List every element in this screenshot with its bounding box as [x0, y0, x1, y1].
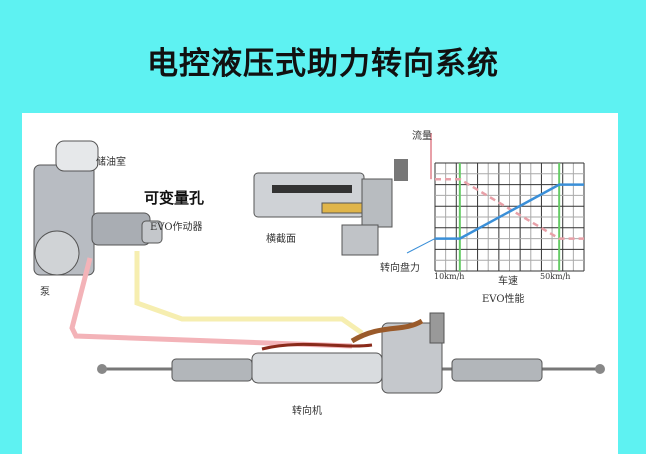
- slide-title: 电控液压式助力转向系统: [147, 46, 499, 82]
- chart-xtick-50: 50km/h: [540, 272, 571, 281]
- variable-orifice-label: 可变量孔: [144, 189, 205, 207]
- series-line-1: [435, 183, 584, 240]
- chart-ylabel: 流量: [412, 131, 432, 142]
- reservoir-label: 储油室: [96, 157, 126, 168]
- evo-actuator-label: EVO作动器: [150, 222, 203, 233]
- pressure-hose: [134, 251, 364, 336]
- chart-title: EVO性能: [482, 294, 525, 305]
- diagram-panel: 储油室 泵 可变量孔 EVO作动器 横截面 转向机 流量 转向盘力 10km/h…: [22, 113, 618, 454]
- chart-xtick-10: 10km/h: [434, 272, 465, 281]
- chart-xlabel: 车速: [498, 276, 518, 287]
- series-line-0: [435, 177, 584, 240]
- evo-performance-chart: [406, 133, 585, 272]
- pump-illustration: [33, 140, 163, 276]
- force-pointer: [406, 238, 436, 254]
- cross-section-label: 横截面: [266, 234, 296, 245]
- steering-system-illustration: [33, 133, 605, 394]
- steering-gear-illustration: [97, 312, 605, 394]
- cross-section-illustration: [253, 159, 408, 256]
- pump-label: 泵: [40, 287, 50, 298]
- steering-gear-label: 转向机: [292, 406, 322, 417]
- return-hose: [69, 257, 353, 349]
- chart-series-label-force: 转向盘力: [380, 263, 420, 274]
